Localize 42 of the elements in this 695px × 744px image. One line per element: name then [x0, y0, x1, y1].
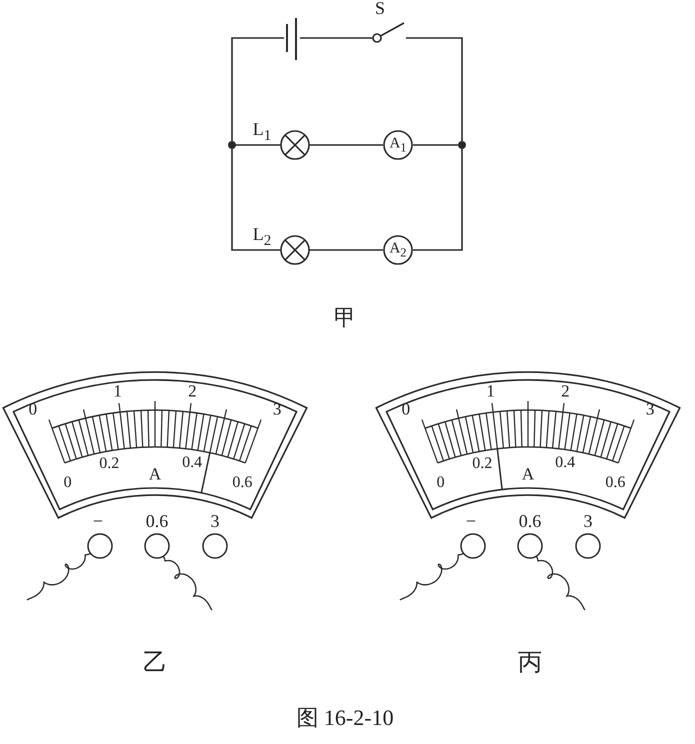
wire — [413, 144, 458, 146]
wire — [406, 37, 463, 141]
junction-dot — [228, 141, 236, 149]
scale-number: 0.2 — [99, 456, 120, 472]
wire — [309, 249, 383, 251]
scale-number: 0 — [402, 400, 410, 418]
figure-label: 甲 — [334, 307, 356, 329]
scale-number: 0.4 — [555, 454, 576, 471]
terminal-label: 3 — [584, 512, 592, 530]
terminal-label: 3 — [210, 512, 220, 530]
terminal-label: − — [466, 512, 476, 530]
scale-number: 2 — [188, 382, 197, 400]
unit-symbol: A — [148, 466, 162, 482]
scale-number: 0.6 — [232, 475, 252, 492]
wire — [231, 149, 281, 251]
scale-number: 0.6 — [605, 475, 626, 492]
terminal-label: 0.6 — [518, 512, 542, 530]
scale-number: 3 — [272, 400, 282, 418]
wire — [413, 149, 463, 251]
terminal-label: − — [92, 512, 104, 530]
scale-number: 0 — [64, 475, 72, 492]
wire — [309, 144, 383, 146]
figure-label: 乙 — [143, 651, 167, 675]
scale-number: 0.4 — [182, 454, 202, 471]
scale-number: 3 — [646, 400, 654, 418]
ammeter-symbol: A$_{1}$ — [383, 130, 413, 160]
junction-dot — [458, 141, 466, 149]
wire — [231, 37, 284, 141]
figure-label: 丙 — [518, 651, 542, 675]
wire — [300, 37, 373, 39]
figure-caption: 图 16-2-10 — [296, 707, 394, 729]
scale-number: 0 — [436, 475, 445, 492]
scale-number: 1 — [113, 382, 122, 400]
battery-symbol — [284, 16, 300, 62]
scale-number: 1 — [486, 382, 495, 400]
terminal-label: 0.6 — [146, 512, 168, 530]
ammeter-symbol: A$_{2}$ — [383, 235, 413, 265]
scale-number: 0.2 — [472, 456, 492, 472]
unit-symbol: A — [522, 466, 534, 482]
scale-number: 0 — [28, 400, 38, 418]
scale-number: 2 — [561, 382, 570, 400]
wire — [236, 144, 281, 146]
